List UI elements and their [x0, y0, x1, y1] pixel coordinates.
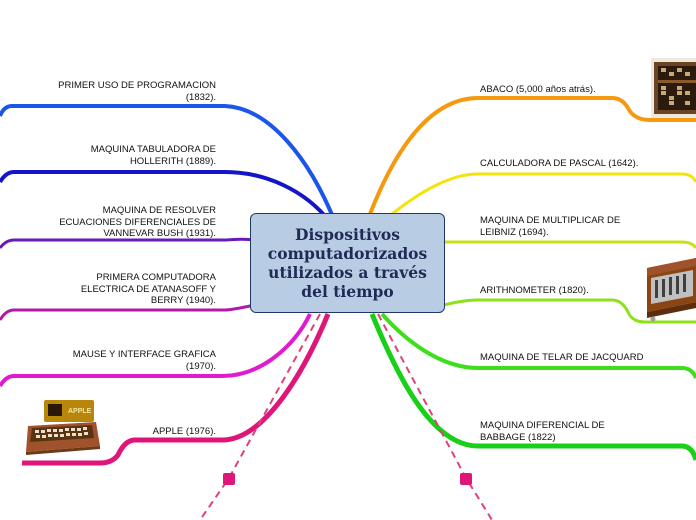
- branch-line-vannevar: [0, 239, 255, 248]
- topic-calculadora-pascal[interactable]: CALCULADORA DE PASCAL (1642).: [480, 158, 680, 170]
- arithmometer-image: [643, 256, 696, 324]
- abacus-image: [651, 58, 696, 118]
- topic-leibniz[interactable]: MAQUINA DE MULTIPLICAR DE LEIBNIZ (1694)…: [480, 215, 650, 238]
- topic-vannevar-bush[interactable]: MAQUINA DE RESOLVER ECUACIONES DIFERENCI…: [38, 205, 216, 240]
- topic-babbage[interactable]: MAQUINA DIFERENCIAL DE BABBAGE (1822): [480, 420, 630, 443]
- topic-apple[interactable]: APPLE (1976).: [100, 426, 216, 438]
- topic-mause-interface[interactable]: MAUSE Y INTERFACE GRAFICA (1970).: [45, 349, 216, 372]
- connector-handle-left[interactable]: [223, 473, 235, 485]
- branch-line-atanasoff: [0, 305, 255, 320]
- svg-text:APPLE: APPLE: [68, 408, 92, 415]
- topic-atanasoff-berry[interactable]: PRIMERA COMPUTADORA ELECTRICA DE ATANASO…: [55, 272, 216, 307]
- dashed-connector-left: [200, 314, 320, 520]
- branch-line-leibniz: [445, 242, 696, 248]
- connector-handle-right[interactable]: [460, 473, 472, 485]
- topic-tabuladora-hollerith[interactable]: MAQUINA TABULADORA DE HOLLERITH (1889).: [60, 144, 216, 167]
- topic-primer-uso-programacion[interactable]: PRIMER USO DE PROGRAMACION (1832).: [38, 80, 216, 103]
- dashed-connector-right: [378, 314, 492, 520]
- topic-abaco[interactable]: ABACO (5,000 años atrás).: [480, 84, 650, 96]
- topic-telar-jacquard[interactable]: MAQUINA DE TELAR DE JACQUARD: [480, 352, 680, 364]
- apple-computer-image: APPLE: [22, 398, 102, 456]
- central-topic[interactable]: Dispositivos computadorizados utilizados…: [250, 213, 445, 313]
- branch-line-pascal: [392, 174, 696, 214]
- topic-arithnometer[interactable]: ARITHNOMETER (1820).: [480, 285, 630, 297]
